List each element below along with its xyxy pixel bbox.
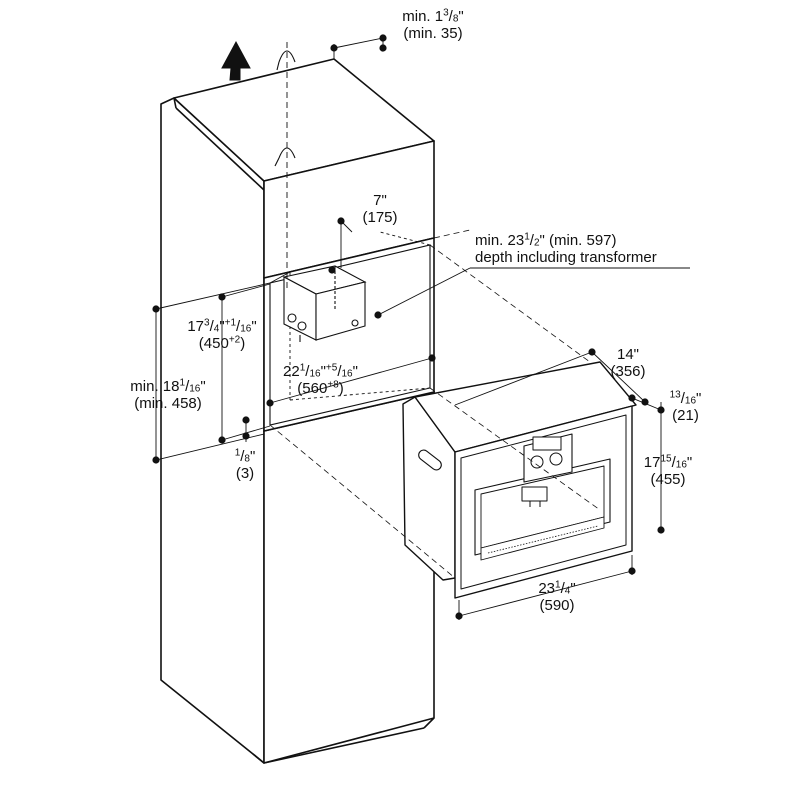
opening-width-tol-slash: /: [337, 363, 342, 380]
niche-height-inch: ": [200, 378, 206, 395]
appliance-width-inch: ": [570, 580, 576, 597]
transformer-width-in: 7": [373, 192, 387, 209]
top-clearance-in: min. 1: [402, 8, 444, 25]
front-offset-mm: (21): [672, 407, 699, 424]
opening-width-mm-tol: +8: [327, 379, 339, 391]
coffee-spout: [521, 486, 548, 502]
front-offset-inch: ": [696, 390, 702, 407]
opening-width-in: 22: [283, 363, 300, 380]
appliance-depth-mm: (356): [610, 363, 646, 380]
top-clearance-slash: /: [448, 8, 453, 25]
opening-width-mm: (560: [297, 380, 328, 397]
depth-note-caption: depth including transformer: [475, 249, 657, 266]
cabinet: [160, 58, 435, 764]
opening-width-den: 16: [309, 368, 321, 380]
opening-depth-note: min. 231/2" (min. 597) depth including t…: [475, 232, 657, 266]
opening-height-mm-close: ): [240, 335, 246, 352]
airflow-indicators: [274, 42, 296, 290]
shelf-thickness-den: 8: [244, 453, 250, 465]
niche-height-den: 16: [189, 383, 201, 395]
shelf-thickness-label: 1/8" (3): [222, 448, 268, 482]
depth-note-num: 1: [524, 231, 530, 243]
appliance-width-in: 23: [538, 580, 556, 597]
vent-arrow-icon: [221, 40, 251, 81]
shelf-thickness-num: 1: [234, 447, 241, 459]
top-clearance-inch: ": [458, 8, 464, 25]
opening-height-tol-den: 16: [240, 323, 252, 335]
opening-width-mm-close: ): [338, 380, 344, 397]
opening-height-mm-tol: +2: [228, 334, 241, 346]
niche-height-mm: (min. 458): [134, 395, 202, 412]
front-offset-num: 13: [669, 389, 681, 401]
transformer-width-mm: (175): [362, 209, 398, 226]
appliance-depth-in: 14": [616, 346, 639, 363]
front-offset-den: 16: [684, 395, 697, 407]
drip-tray: [480, 516, 605, 561]
opening-height-tol-inch: ": [251, 318, 257, 335]
depth-note-slash: /: [529, 232, 534, 249]
appliance-width-label: 231/4" (590): [522, 580, 592, 614]
top-clearance-mm: (min. 35): [403, 25, 463, 42]
opening-width-tol-den: 16: [341, 368, 353, 380]
niche-height-num: 1: [179, 377, 186, 389]
appliance-width-mm: (590): [539, 597, 575, 614]
front-offset-slash: /: [680, 390, 685, 407]
front-offset-label: 13/16" (21): [658, 390, 713, 424]
coffee-machine: [402, 361, 637, 599]
dimension-lines: [155, 36, 690, 620]
top-clearance-num: 3: [443, 7, 449, 19]
opening-height-tol-slash: /: [236, 318, 241, 335]
opening-height-slash: /: [209, 318, 214, 335]
opening-width-label: 221/16"+5/16" (560+8): [268, 363, 373, 397]
min-niche-height-label: min. 181/16" (min. 458): [112, 378, 224, 412]
opening-height-tol-num: +1: [224, 317, 237, 329]
opening-height-den: 4: [213, 323, 220, 335]
depth-note-in: min. 23: [475, 232, 525, 249]
appliance-height-den: 16: [675, 459, 687, 471]
dimension-dots: [152, 34, 665, 620]
appliance-width-slash: /: [560, 580, 565, 597]
depth-note-den: 2: [533, 237, 540, 249]
side-handle: [418, 449, 442, 471]
shelf-thickness-mm: (3): [235, 465, 255, 482]
opening-width-inch: ": [320, 363, 326, 380]
niche-height-in: min. 18: [130, 378, 180, 395]
appliance-width-num: 1: [555, 579, 561, 591]
appliance-height-inch: ": [686, 454, 693, 471]
transformer-box: [282, 265, 367, 342]
shelf-thickness-slash: /: [240, 448, 245, 465]
transformer-width-label: 7" (175): [350, 192, 410, 226]
appliance-depth-label: 14" (356): [598, 346, 658, 380]
opening-width-slash: /: [305, 363, 310, 380]
appliance-width-den: 4: [564, 585, 571, 597]
appliance-height-in: 17: [643, 454, 661, 471]
shelf-thickness-inch: ": [249, 448, 256, 465]
control-knob-right: [549, 452, 563, 466]
opening-height-num: 3: [204, 317, 210, 329]
cabinet-side-panel: [160, 97, 265, 764]
opening-height-inch: ": [219, 318, 225, 335]
appliance-height-slash: /: [671, 454, 676, 471]
opening-height-mm: (450: [198, 335, 229, 352]
depth-note-mm: " (min. 597): [539, 232, 617, 249]
opening-width-num: 1: [299, 362, 306, 374]
opening-height-in: 17: [187, 318, 205, 335]
opening-height-label: 173/4"+1/16" (450+2): [172, 318, 272, 352]
top-clearance-den: 8: [452, 13, 459, 25]
machine-top: [414, 361, 637, 453]
opening-width-tol-num: +5: [325, 362, 338, 374]
opening-width-tol-inch: ": [352, 363, 358, 380]
appliance-height-mm: (455): [650, 471, 686, 488]
appliance-height-num: 15: [660, 453, 672, 465]
top-clearance-label: min. 13/8" (min. 35): [378, 8, 488, 42]
projection-lines: [269, 229, 601, 579]
display-screen: [532, 436, 562, 451]
appliance-height-label: 1715/16" (455): [630, 454, 706, 488]
control-knob-left: [530, 455, 544, 469]
niche-height-slash: /: [185, 378, 190, 395]
